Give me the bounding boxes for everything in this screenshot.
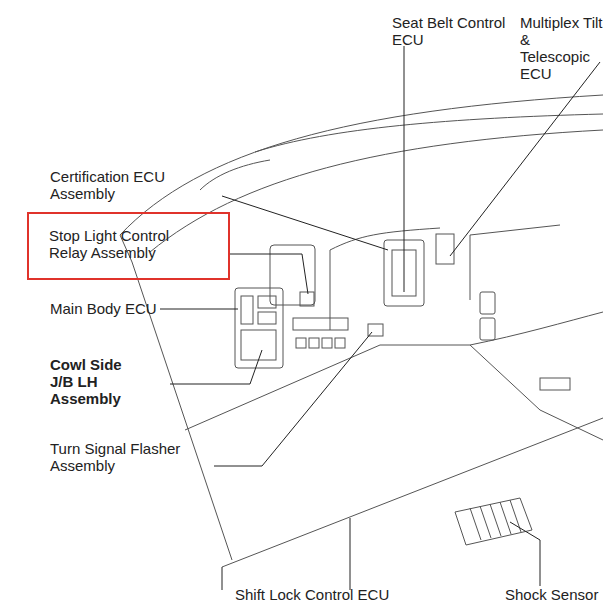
tilt-ecu-part: [436, 234, 454, 264]
switch: [309, 338, 319, 348]
dash-surface: [255, 114, 603, 152]
console-top: [470, 312, 603, 345]
junction-block: [235, 288, 283, 368]
switch: [322, 338, 332, 348]
leader-line: [160, 309, 238, 310]
leader-line: [510, 522, 540, 586]
part-label: Turn Signal Flasher Assembly: [50, 440, 190, 474]
center-panel: [470, 225, 560, 300]
leader-line: [222, 567, 223, 590]
part-label: Shift Lock Control ECU: [235, 586, 435, 603]
vent: [480, 292, 495, 314]
vent: [480, 318, 495, 340]
relay-part: [300, 292, 314, 306]
part-label: Cowl Side J/B LH Assembly: [50, 356, 135, 407]
part-label: Main Body ECU: [50, 300, 170, 317]
part-label: Stop Light Control Relay Assembly: [49, 227, 209, 261]
junction-connector: [241, 330, 276, 360]
part-label: Shock Sensor: [505, 586, 603, 603]
shock-sensor-part: [455, 498, 532, 545]
leader-line: [350, 518, 351, 590]
part-label: Multiplex Tilt & Telescopic ECU: [520, 14, 603, 82]
leader-lines: [160, 46, 600, 590]
leader-line: [222, 196, 388, 250]
part-label: Seat Belt Control ECU: [392, 14, 517, 48]
dash-top-edge: [120, 95, 603, 235]
leader-line: [404, 46, 405, 292]
floor-line: [222, 418, 603, 567]
dashboard-outline: [120, 95, 603, 567]
switch-row: [293, 318, 348, 330]
part-label: Certification ECU Assembly: [50, 168, 185, 202]
switch: [296, 338, 306, 348]
leader-line: [230, 254, 308, 294]
sensor-ribs: [470, 500, 521, 540]
cluster-edge: [330, 228, 440, 330]
console-part: [540, 378, 570, 390]
highlight-box: Stop Light Control Relay Assembly: [27, 212, 230, 280]
leader-line: [170, 350, 262, 384]
junction-relay: [258, 296, 276, 308]
junction-relay: [258, 312, 276, 324]
leader-line: [450, 62, 600, 256]
switch: [335, 338, 345, 348]
dash-curve: [200, 160, 270, 190]
dash-left-edge: [120, 235, 232, 560]
junction-fuse: [241, 296, 253, 324]
dash-upper-line: [150, 130, 603, 252]
console-side: [470, 345, 603, 440]
leader-line: [214, 332, 372, 466]
dash-lower-edge: [185, 345, 470, 430]
